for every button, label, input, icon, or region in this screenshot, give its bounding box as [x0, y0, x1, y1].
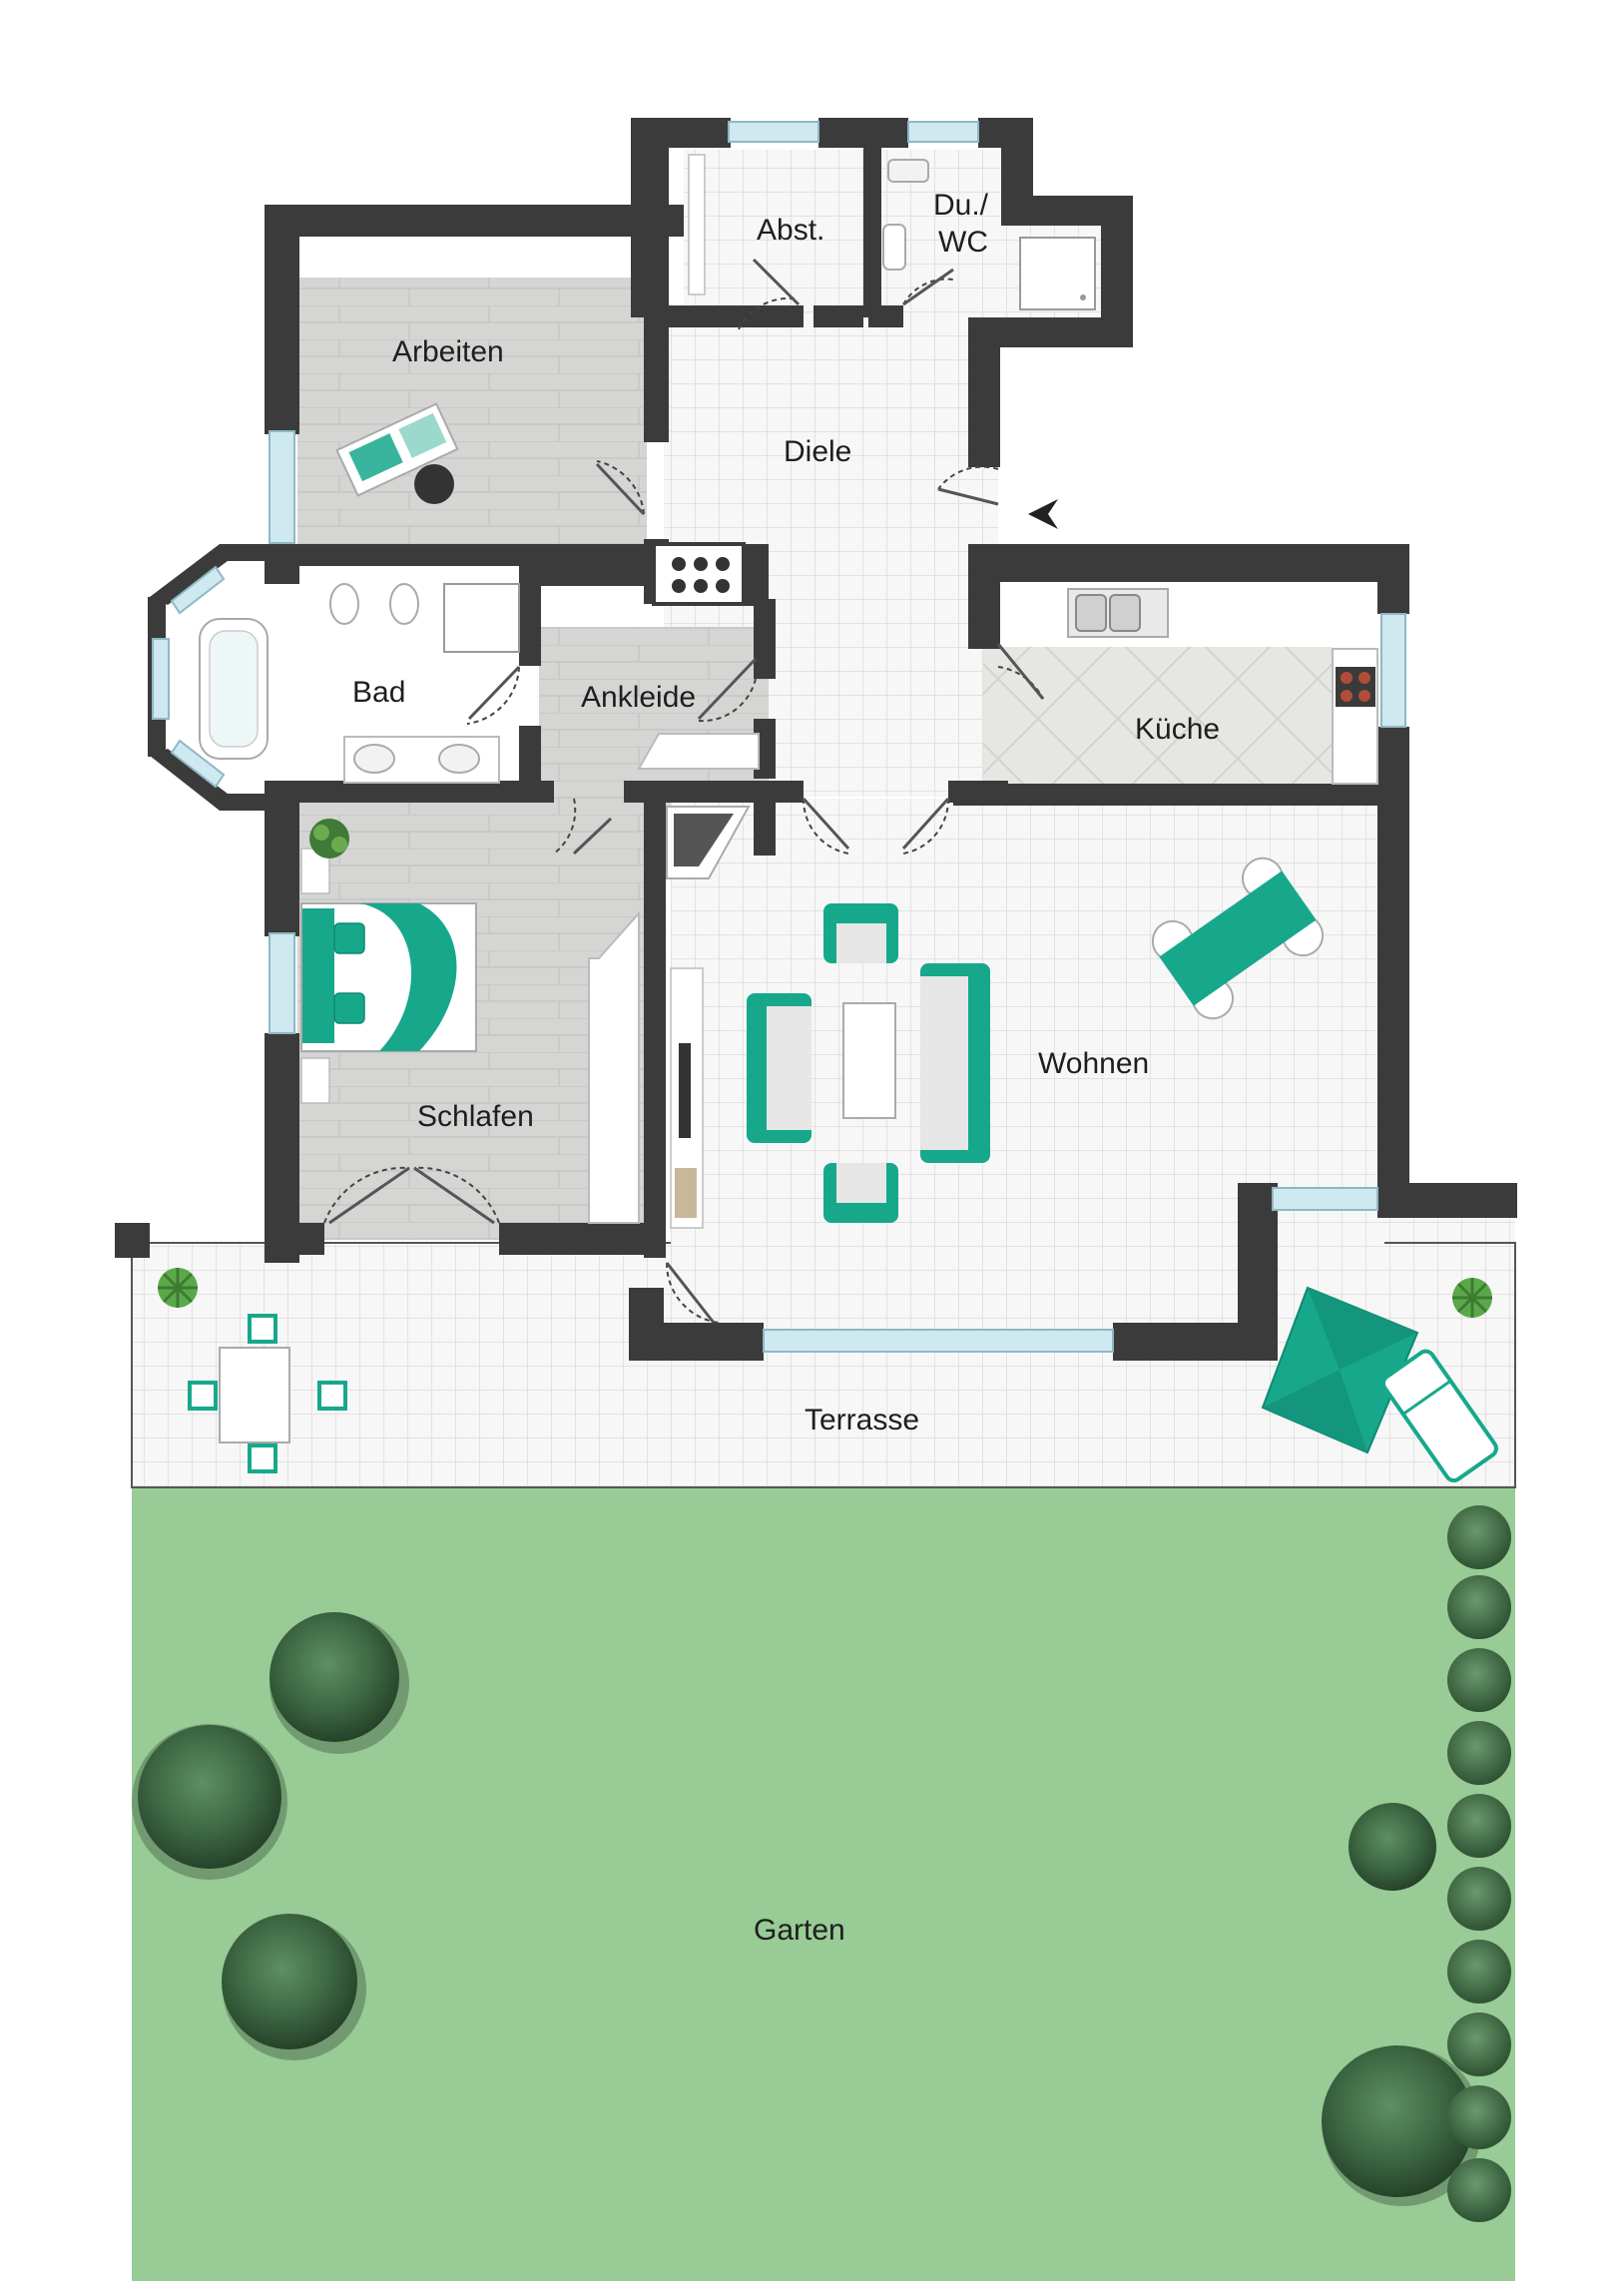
sun-lounger — [1380, 1349, 1498, 1483]
room-label-terrasse: Terrasse — [805, 1404, 919, 1436]
room-label-diele: Diele — [784, 435, 851, 468]
desk-icon — [335, 402, 459, 497]
window — [152, 638, 170, 720]
sofa-icon — [823, 903, 898, 963]
room-label-abst: Abst. — [757, 214, 824, 247]
tree-icon — [1322, 2045, 1482, 2206]
door-leaves — [328, 258, 1045, 1324]
window — [1272, 1187, 1378, 1211]
room-label-schlafen: Schlafen — [417, 1100, 534, 1133]
coffee-table — [842, 1002, 896, 1119]
plant-icon — [309, 819, 349, 859]
window — [763, 1329, 1114, 1353]
office-chair — [414, 464, 454, 504]
room-labels: Abst. Du./ WC Arbeiten Diele Bad Ankleid… — [352, 189, 1220, 1947]
window — [269, 430, 295, 544]
door-schlafen-terrace — [323, 1166, 500, 1224]
room-label-du-wc-line2: WC — [938, 226, 988, 259]
tree-icon — [1447, 1867, 1511, 1931]
tree-icon — [1447, 1505, 1511, 1569]
windows — [152, 121, 1406, 1353]
toilet-icon — [882, 159, 929, 271]
sink-icon — [343, 736, 500, 784]
wardrobe — [588, 910, 640, 1224]
tree-icon — [1447, 1940, 1511, 2004]
garden-lawn — [132, 1487, 1515, 2281]
tree-icon — [222, 1914, 366, 2060]
room-label-du-wc: Du./ — [933, 189, 989, 222]
sofa-icon — [823, 1163, 898, 1223]
room-label-garten: Garten — [754, 1914, 845, 1947]
wardrobe — [637, 733, 760, 770]
window — [1380, 613, 1406, 728]
garden-area — [132, 1487, 1515, 2281]
tree-icon — [1447, 2158, 1511, 2222]
shower-icon — [443, 583, 520, 653]
tree-icon — [1447, 2085, 1511, 2149]
tree-icon — [1349, 1803, 1436, 1891]
room-label-bad: Bad — [352, 676, 405, 709]
tree-icon — [132, 1724, 287, 1880]
door-wc — [902, 278, 954, 305]
room-label-wohnen: Wohnen — [1038, 1047, 1149, 1080]
fireplace-icon — [666, 806, 751, 879]
door-ankleide — [698, 678, 757, 723]
door-arbeiten — [596, 460, 645, 515]
door-wohnen-terrace — [665, 1262, 720, 1324]
door-schlafen — [553, 798, 577, 855]
plant-icon — [1452, 1278, 1492, 1318]
dining-table-icon — [188, 1314, 347, 1473]
tree-icon — [1447, 1575, 1511, 1639]
walls — [115, 118, 1517, 1361]
door-wohnen — [802, 798, 950, 855]
window — [269, 932, 295, 1034]
parasol-icon — [1261, 1286, 1419, 1454]
stove-icon — [1336, 667, 1375, 707]
dining-table-icon — [1151, 857, 1325, 1020]
room-label-arbeiten: Arbeiten — [392, 335, 504, 368]
door-bad — [466, 666, 520, 725]
shelf — [688, 154, 706, 295]
sofa-icon — [747, 993, 812, 1143]
bed-icon — [300, 902, 477, 1052]
window — [907, 121, 979, 143]
shower-icon — [1019, 237, 1096, 310]
room-label-kueche: Küche — [1135, 713, 1220, 746]
window — [728, 121, 819, 143]
tree-icon — [1447, 1648, 1511, 1712]
hedge-row — [1447, 1505, 1511, 2222]
sink-icon — [1075, 594, 1141, 632]
nightstand — [300, 1057, 330, 1104]
bidet-icon — [389, 583, 419, 625]
room-label-ankleide: Ankleide — [581, 681, 696, 714]
sofa-icon — [920, 963, 990, 1163]
room-abst-floor — [684, 150, 868, 317]
plant-icon — [158, 1268, 198, 1308]
toilet-icon — [329, 583, 359, 625]
tree-icon — [1447, 1794, 1511, 1858]
tree-icon — [1447, 1721, 1511, 1785]
tree-icon — [1447, 2012, 1511, 2076]
books — [675, 1168, 697, 1218]
room-arbeiten-floor — [297, 278, 647, 565]
window — [170, 739, 226, 789]
stove-icon — [652, 542, 746, 606]
tv-icon — [679, 1043, 691, 1138]
tree-icon — [270, 1612, 409, 1754]
bathtub-icon — [199, 618, 269, 760]
window — [170, 565, 226, 615]
entrance-arrow-icon — [1028, 499, 1058, 529]
